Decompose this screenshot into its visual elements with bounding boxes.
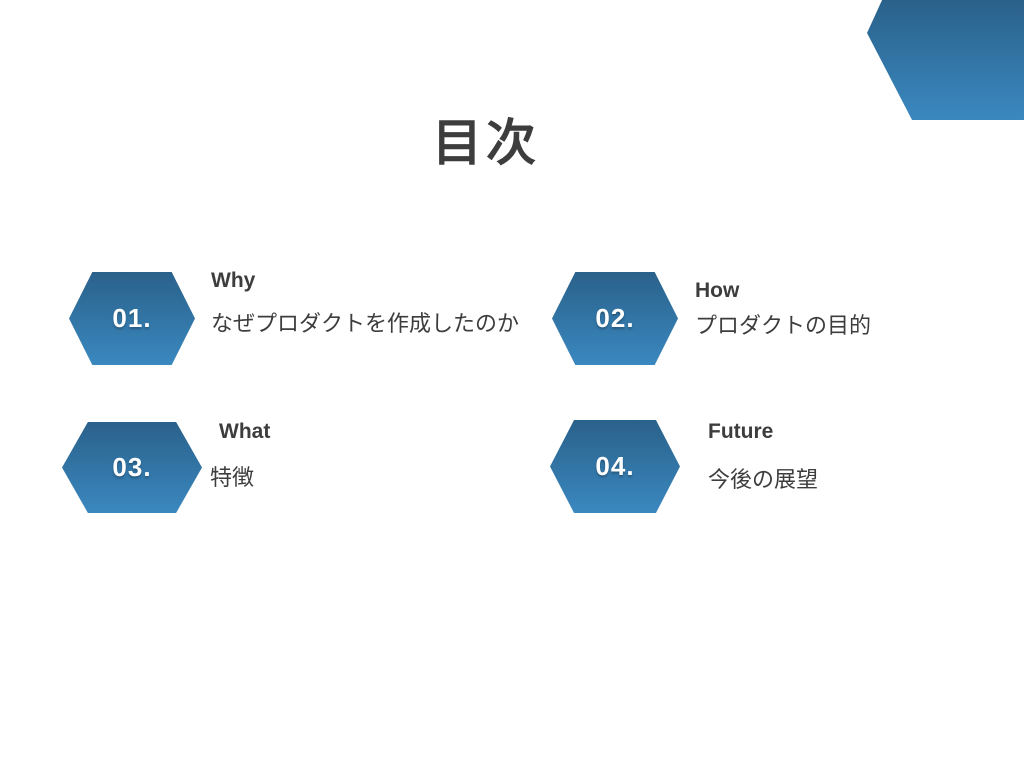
toc-item-3-number: 03. [112,452,152,482]
toc-item-4-hexagon: 04. [550,420,680,513]
toc-item-4-desc: 今後の展望 [708,467,819,492]
toc-item-3-hexagon: 03. [62,422,202,513]
toc-item-2-label: How [695,279,740,302]
toc-item-2-number: 02. [595,303,635,333]
toc-item-4-label: Future [708,420,774,443]
toc-item-1-hexagon: 01. [69,272,195,365]
toc-item-2-desc: プロダクトの目的 [695,313,872,338]
toc-item-1-label: Why [211,269,256,292]
corner-hexagon-decoration [867,0,1024,120]
toc-item-2-hexagon: 02. [552,272,678,365]
toc-item-1-number: 01. [112,303,152,333]
toc-item-1-desc: なぜプロダクトを作成したのか [211,311,520,336]
toc-item-3-label: What [219,420,271,443]
page-title: 目次 [432,115,540,171]
toc-item-4-number: 04. [595,451,635,481]
toc-item-3-desc: 特徴 [210,465,255,490]
